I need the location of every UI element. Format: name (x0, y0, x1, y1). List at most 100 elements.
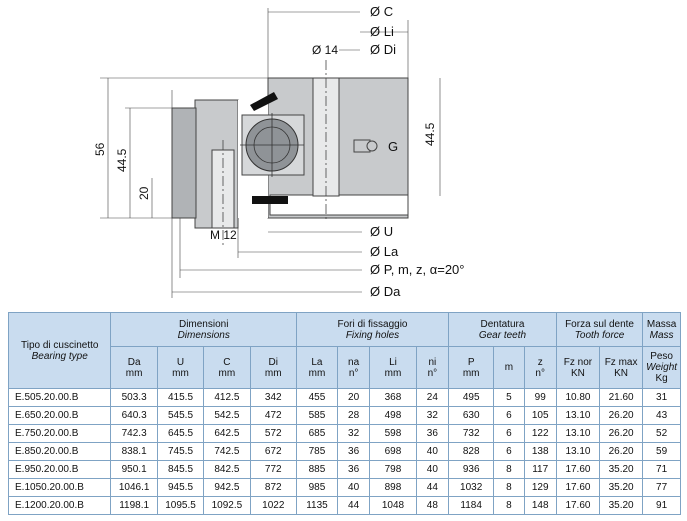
table-cell: 43 (642, 406, 681, 425)
table-cell: 342 (249, 388, 297, 407)
table-cell: 17.60 (555, 478, 601, 497)
table-cell: 838.1 (110, 442, 158, 461)
table-cell: 985 (295, 478, 338, 497)
bearing-model-cell: E.750.20.00.B (7, 424, 112, 443)
table-cell: 21.60 (599, 388, 644, 407)
table-cell: 598 (369, 424, 417, 443)
table-cell: 26.20 (599, 424, 644, 443)
table-cell: 91 (642, 496, 681, 515)
table-cell: 472 (249, 406, 297, 425)
inner-ring-shoulder (269, 194, 409, 216)
bearing-model-cell: E.505.20.00.B (7, 388, 112, 407)
dim-c-label: Ø C (370, 4, 393, 19)
table-cell: 36 (336, 442, 371, 461)
table-cell: 71 (642, 460, 681, 479)
gear-teeth-header: Dentatura Gear teeth (448, 312, 557, 347)
table-cell: 1048 (369, 496, 417, 515)
table-cell: 1095.5 (156, 496, 205, 515)
table-cell: 28 (336, 406, 371, 425)
table-cell: 40 (415, 460, 450, 479)
table-cell: 35.20 (599, 478, 644, 497)
table-cell: 40 (336, 478, 371, 497)
table-cell: 1092.5 (203, 496, 251, 515)
table-cell: 6 (493, 442, 525, 461)
table-cell: 950.1 (110, 460, 158, 479)
table-cell: 942.5 (203, 478, 251, 497)
bearing-model-cell: E.950.20.00.B (7, 460, 112, 479)
seal-top (250, 92, 278, 111)
fixing-holes-header: Fori di fissaggio Fixing holes (295, 312, 450, 347)
table-cell: 630 (448, 406, 495, 425)
table-cell: 642.5 (203, 424, 251, 443)
bearing-cross-section-drawing: Ø C Ø Li Ø 14 Ø Di 56 44.5 20 44.5 G M 1… (93, 4, 465, 299)
table-cell: 13.10 (555, 406, 601, 425)
table-cell: 105 (523, 406, 557, 425)
dim-p-label: Ø P, m, z, α=20° (370, 262, 465, 277)
table-cell: 13.10 (555, 442, 601, 461)
table-cell: 99 (523, 388, 557, 407)
dim-56-label: 56 (93, 142, 107, 156)
table-cell: 495 (448, 388, 495, 407)
table-cell: 1198.1 (110, 496, 158, 515)
table-cell: 872 (249, 478, 297, 497)
table-cell: 6 (493, 406, 525, 425)
table-cell: 17.60 (555, 496, 601, 515)
table-cell: 672 (249, 442, 297, 461)
table-cell: 640.3 (110, 406, 158, 425)
dim-14-label: Ø 14 (312, 43, 338, 57)
table-cell: 828 (448, 442, 495, 461)
table-cell: 685 (295, 424, 338, 443)
table-cell: 5 (493, 388, 525, 407)
grease-label: G (388, 139, 398, 154)
table-cell: 148 (523, 496, 557, 515)
table-cell: 26.20 (599, 406, 644, 425)
table-cell: 745.5 (156, 442, 205, 461)
table-cell: 1135 (295, 496, 338, 515)
bearing-model-cell: E.650.20.00.B (7, 406, 112, 425)
table-cell: 798 (369, 460, 417, 479)
table-cell: 117 (523, 460, 557, 479)
table-cell: 48 (415, 496, 450, 515)
table-cell: 6 (493, 424, 525, 443)
table-cell: 59 (642, 442, 681, 461)
table-cell: 8 (493, 460, 525, 479)
table-cell: 26.20 (599, 442, 644, 461)
table-cell: 40 (415, 442, 450, 461)
bearing-model-cell: E.1050.20.00.B (7, 478, 112, 497)
table-cell: 10.80 (555, 388, 601, 407)
table-cell: 732 (448, 424, 495, 443)
table-cell: 645.5 (156, 424, 205, 443)
gear-teeth-band (171, 107, 197, 219)
dim-u-label: Ø U (370, 224, 393, 239)
table-cell: 122 (523, 424, 557, 443)
table-cell: 1022 (249, 496, 297, 515)
table-cell: 36 (415, 424, 450, 443)
table-cell: 20 (336, 388, 371, 407)
table-cell: 24 (415, 388, 450, 407)
dim-da-label: Ø Da (370, 284, 401, 299)
table-cell: 698 (369, 442, 417, 461)
table-cell: 545.5 (156, 406, 205, 425)
table-cell: 415.5 (156, 388, 205, 407)
table-cell: 412.5 (203, 388, 251, 407)
table-cell: 17.60 (555, 460, 601, 479)
bearing-spec-table: Tipo di cuscinetto Bearing type Dimensio… (7, 312, 681, 515)
table-cell: 772 (249, 460, 297, 479)
bearing-model-cell: E.850.20.00.B (7, 442, 112, 461)
table-cell: 138 (523, 442, 557, 461)
dimensions-header: Dimensioni Dimensions (110, 312, 297, 347)
dim-m12-label: M 12 (210, 228, 237, 242)
